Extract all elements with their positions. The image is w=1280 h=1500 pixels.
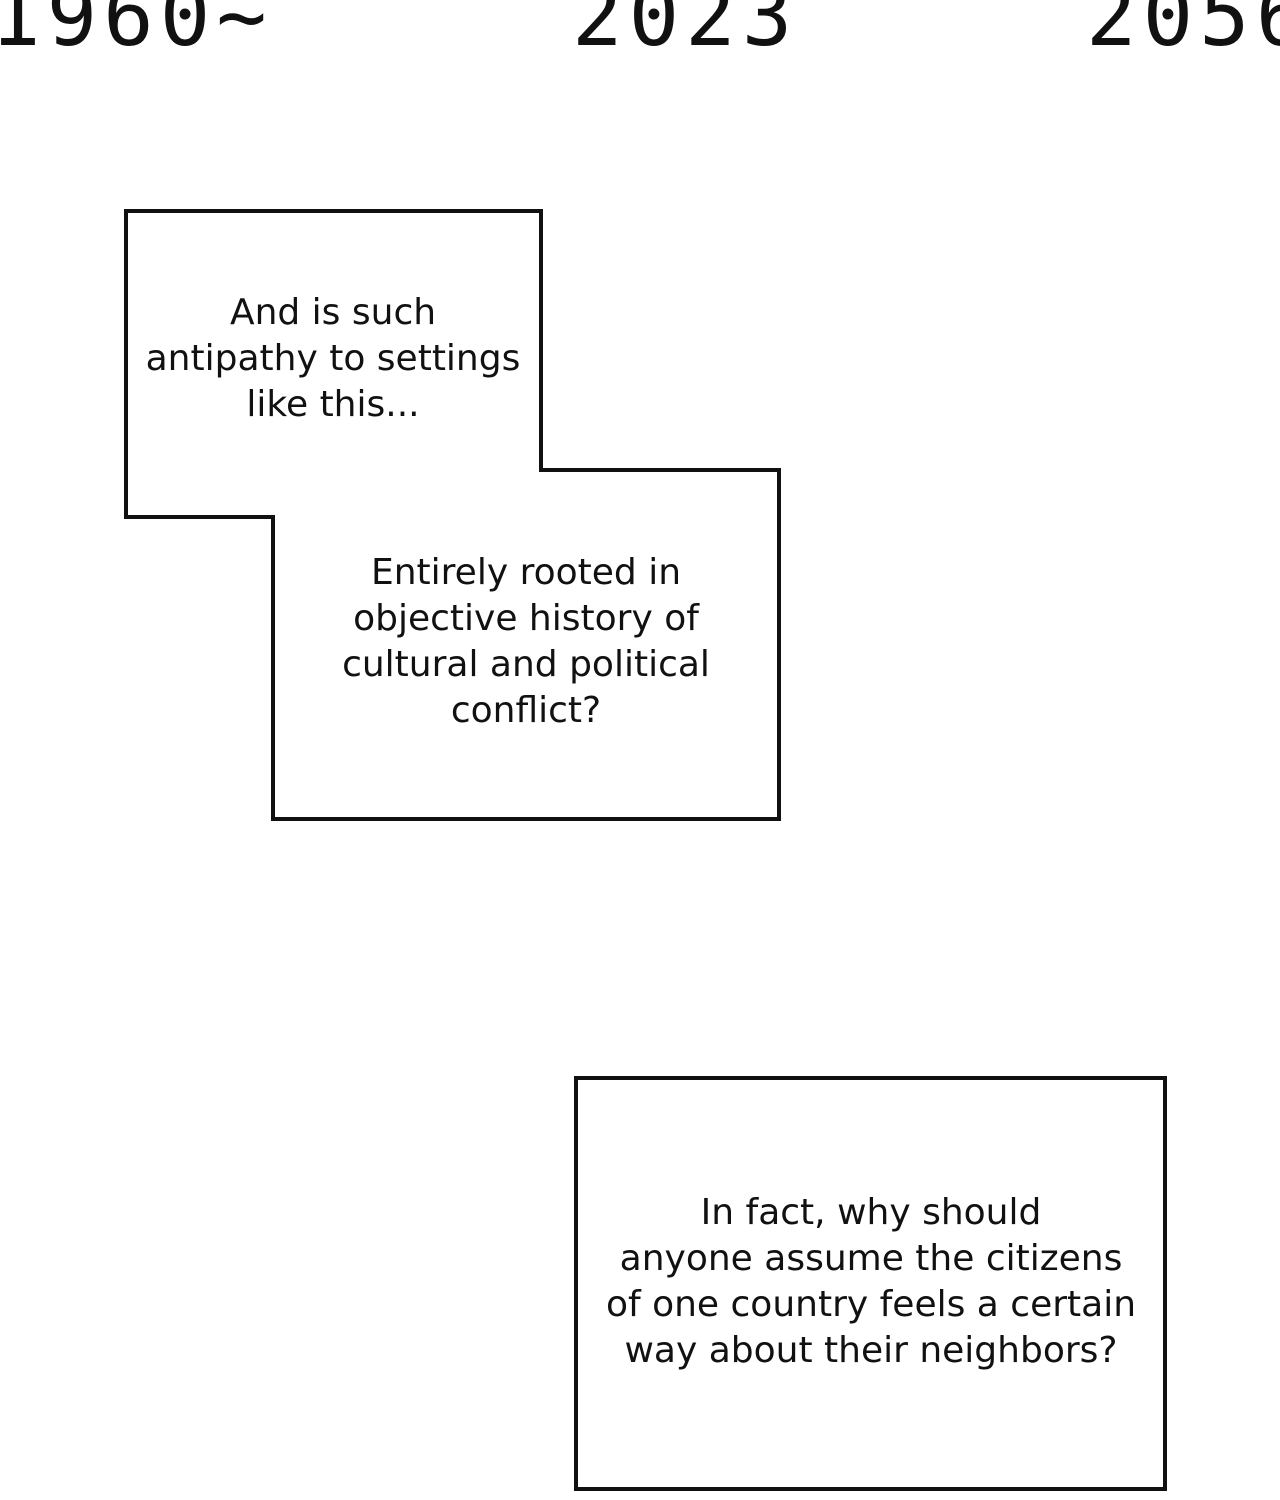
caption-text-1: And is such antipathy to settings like t… bbox=[128, 290, 538, 428]
caption-box-bottom bbox=[574, 1076, 1167, 1491]
caption-2-line-4: conflict? bbox=[450, 690, 602, 731]
caption-3-line-2: anyone assume the citizens bbox=[619, 1238, 1123, 1279]
caption-3-line-3: of one country feels a certain bbox=[605, 1284, 1137, 1325]
caption-text-3: In fact, why should anyone assume the ci… bbox=[578, 1190, 1164, 1374]
year-label-2056: 2056 bbox=[1086, 0, 1280, 65]
caption-3-line-4: way about their neighbors? bbox=[624, 1330, 1118, 1371]
caption-2-line-3: cultural and political bbox=[342, 644, 710, 685]
caption-text-2: Entirely rooted in objective history of … bbox=[276, 550, 776, 734]
caption-1-line-3: like this... bbox=[246, 384, 420, 425]
caption-box-stepped bbox=[124, 209, 781, 821]
caption-1-line-2: antipathy to settings bbox=[145, 338, 521, 379]
year-label-2023: 2023 bbox=[572, 0, 799, 65]
year-label-1960: 1960~ bbox=[0, 0, 273, 65]
caption-1-line-1: And is such bbox=[229, 292, 437, 333]
caption-2-line-1: Entirely rooted in bbox=[370, 552, 682, 593]
caption-2-line-2: objective history of bbox=[353, 598, 699, 639]
caption-3-line-1: In fact, why should bbox=[700, 1192, 1042, 1233]
